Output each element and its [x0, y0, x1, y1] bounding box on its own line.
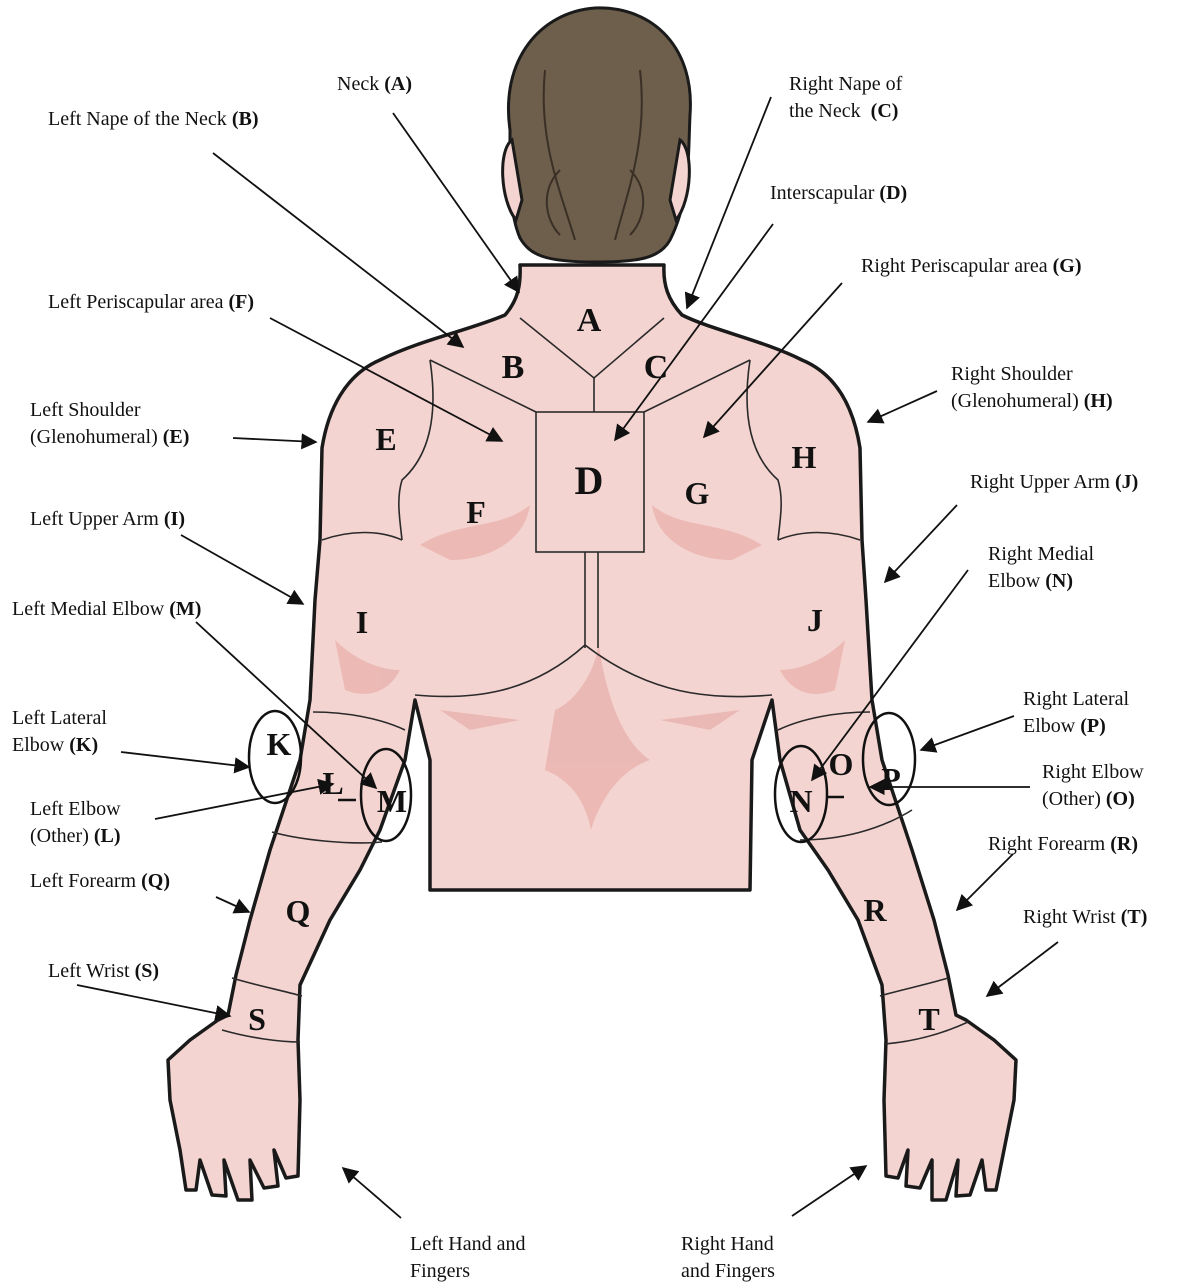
region-letter-P: P — [881, 761, 901, 797]
callout-left-periscapular: Left Periscapular area (F) — [48, 289, 254, 316]
region-letter-Q: Q — [286, 893, 311, 929]
region-letter-T: T — [918, 1001, 939, 1037]
callout-left-wrist: Left Wrist (S) — [48, 958, 159, 985]
region-letter-B: B — [502, 349, 525, 386]
callout-right-upper-arm: Right Upper Arm (J) — [970, 469, 1138, 496]
arrow-P — [921, 716, 1014, 750]
region-letter-L: L — [322, 765, 343, 801]
callout-right-hand: Right Hand and Fingers — [681, 1231, 775, 1285]
callout-left-upper-arm: Left Upper Arm (I) — [30, 506, 185, 533]
callout-right-elbow-other: Right Elbow (Other) (O) — [1042, 759, 1144, 813]
arrow-I — [181, 535, 303, 604]
region-letter-D: D — [575, 458, 604, 503]
callout-left-elbow-other: Left Elbow (Other) (L) — [30, 796, 121, 850]
callout-right-medial-elbow: Right Medial Elbow (N) — [988, 541, 1094, 595]
arrow-E — [233, 438, 316, 442]
arrow-right-hand — [792, 1166, 866, 1216]
region-letter-E: E — [375, 421, 396, 457]
callout-right-wrist: Right Wrist (T) — [1023, 904, 1147, 931]
callout-right-periscapular: Right Periscapular area (G) — [861, 253, 1082, 280]
region-letter-R: R — [863, 892, 887, 928]
arrow-K — [121, 752, 249, 767]
arrow-H — [868, 391, 937, 422]
callout-left-shoulder: Left Shoulder (Glenohumeral) (E) — [30, 397, 189, 451]
region-letter-F: F — [466, 494, 486, 530]
region-letter-A: A — [577, 302, 602, 339]
callout-left-lateral-elbow: Left Lateral Elbow (K) — [12, 705, 107, 759]
region-letter-J: J — [807, 602, 823, 638]
region-letter-C: C — [644, 349, 669, 386]
callout-left-forearm: Left Forearm (Q) — [30, 868, 170, 895]
callout-left-hand: Left Hand and Fingers — [410, 1231, 526, 1285]
callout-interscapular: Interscapular (D) — [770, 180, 907, 207]
arrow-B — [213, 153, 463, 347]
callout-right-shoulder: Right Shoulder (Glenohumeral) (H) — [951, 361, 1113, 415]
region-letter-H: H — [792, 439, 817, 475]
callout-right-lateral-elbow: Right Lateral Elbow (P) — [1023, 686, 1129, 740]
region-letter-I: I — [356, 604, 368, 640]
callout-right-nape: Right Nape of the Neck (C) — [789, 71, 902, 125]
arrow-T — [987, 942, 1058, 996]
arrow-A — [393, 113, 519, 292]
callout-left-medial-elbow: Left Medial Elbow (M) — [12, 596, 201, 623]
arrow-J — [885, 505, 957, 582]
callout-neck: Neck (A) — [337, 71, 412, 98]
region-letter-M: M — [377, 783, 407, 819]
callout-left-nape: Left Nape of the Neck (B) — [48, 106, 259, 133]
arrow-left-hand — [343, 1168, 401, 1218]
callout-right-forearm: Right Forearm (R) — [988, 831, 1138, 858]
arrow-R — [957, 854, 1013, 910]
region-letter-N: N — [789, 783, 812, 819]
arrow-Q — [216, 897, 249, 912]
region-letter-G: G — [685, 475, 710, 511]
arrow-C — [687, 97, 771, 308]
hair — [508, 8, 690, 262]
arrow-S — [77, 985, 230, 1016]
region-letter-K: K — [267, 726, 292, 762]
region-letter-S: S — [248, 1001, 266, 1037]
